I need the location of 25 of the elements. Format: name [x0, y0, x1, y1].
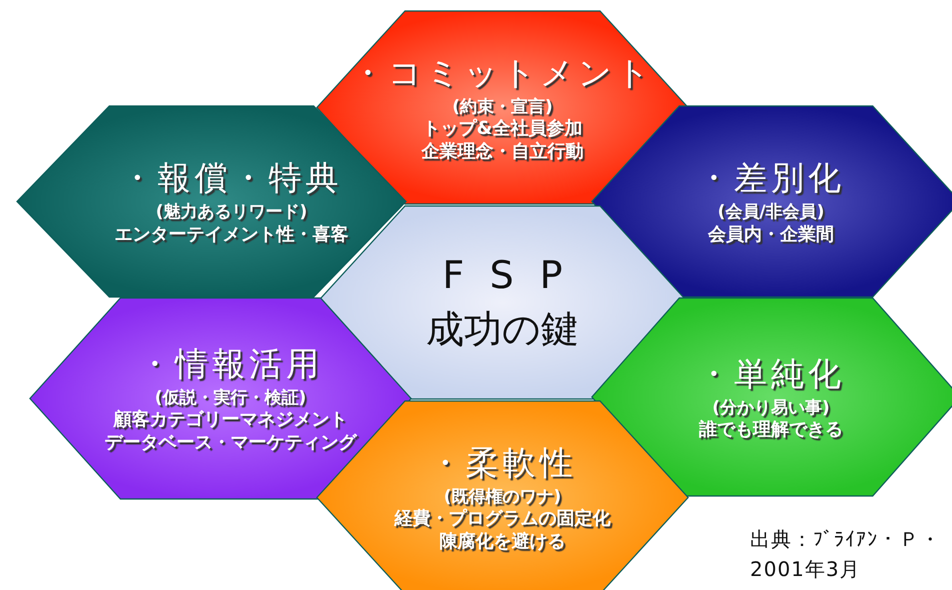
heading-text: ・差別化 — [697, 157, 845, 198]
body-text: 会員内・企業間 — [708, 224, 834, 246]
heading-text: FSP — [442, 252, 589, 300]
body-text: 企業理念・自立行動 — [422, 140, 584, 164]
heading-text: ・報償・特典 — [120, 157, 342, 198]
body-text: トップ&全社員参加 — [422, 118, 582, 141]
subtitle-text: (分かり易い事) — [712, 398, 830, 419]
subtitle-text: (会員/非会員) — [718, 202, 824, 224]
heading-text: ・単純化 — [697, 352, 845, 394]
body-text: 誰でも理解できる — [699, 419, 843, 442]
body-text: 経費・プログラムの固定化 — [394, 508, 610, 531]
body-text: エンターテイメント性・喜客 — [114, 224, 348, 246]
subtitle-text: 成功の鍵 — [426, 306, 579, 352]
body-text: 陳腐化を避ける — [440, 530, 566, 554]
subtitle-text: (既得権のワナ) — [444, 487, 562, 508]
subtitle-text: (魅力あるリワード) — [156, 202, 308, 224]
source-note: 出典：ﾌﾞﾗｲｱﾝ・Ｐ・ — [750, 526, 941, 553]
subtitle-text: (約束・宣言) — [452, 97, 553, 118]
heading-text: ・情報活用 — [138, 342, 323, 384]
source-note: 2001年3月 — [750, 556, 861, 583]
heading-text: ・コミットメント — [351, 52, 654, 93]
body-text: データベース・マーケティング — [104, 432, 356, 454]
body-text: 顧客カテゴリーマネジメント — [114, 409, 348, 432]
heading-text: ・柔軟性 — [428, 442, 576, 483]
subtitle-text: (仮説・実行・検証) — [154, 388, 306, 410]
